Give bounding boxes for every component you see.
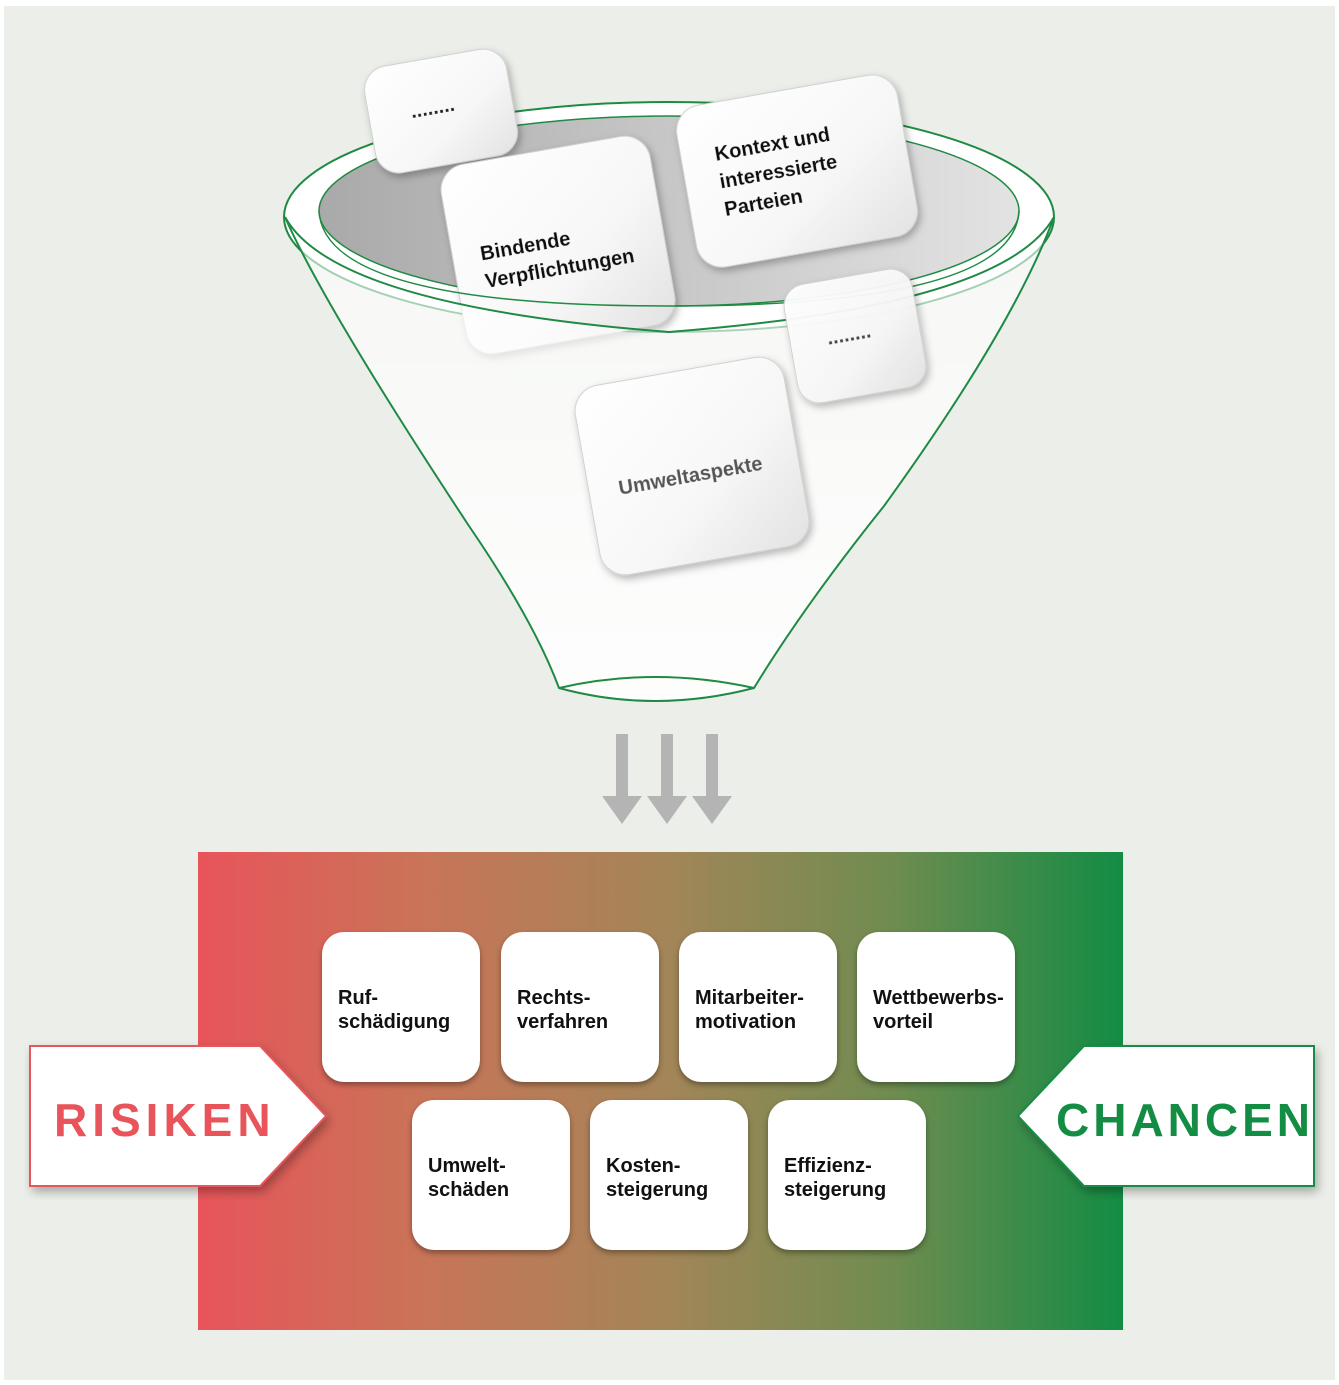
down-arrow-icon [692,734,732,824]
funnel-lip-front [318,210,1020,307]
cube-dots-1: ........ [364,48,518,174]
chances-arrow: CHANCEN [1016,1045,1315,1187]
cube-bindende: Bindende Verpflichtungen [440,135,676,355]
tile-line: Umwelt- [428,1155,506,1177]
tile-line: Wettbewerbs- [873,987,1004,1009]
chances-label: CHANCEN [1056,1094,1314,1146]
risks-label: RISIKEN [54,1094,276,1146]
cube-dots-2: ........ [783,268,927,404]
outcome-tile-mitarbeitermotivation: Mitarbeiter- motivation [679,932,837,1082]
down-arrow-icon [647,734,687,824]
outcome-tile-effizienzsteigerung: Effizienz- steigerung [768,1100,926,1250]
tile-line: Kosten- [606,1155,681,1177]
outcome-tile-umweltschaeden: Umwelt- schäden [412,1100,570,1250]
tile-line: steigerung [606,1179,709,1201]
tile-line: vorteil [873,1011,934,1033]
funnel-graphic: ........ Kontext und interessierte Parte… [283,48,1055,702]
outcome-tile-rufschaedigung: Ruf- schädigung [322,932,480,1082]
risks-arrow: RISIKEN [29,1045,328,1187]
tile-line: steigerung [784,1179,887,1201]
down-arrow-icon [602,734,642,824]
diagram-canvas: ........ Kontext und interessierte Parte… [4,6,1335,1380]
tile-line: Ruf- [338,987,378,1009]
funnel-bottom [558,676,755,689]
flow-arrows [602,734,732,824]
cube-kontext: Kontext und interessierte Parteien [676,74,918,268]
outcome-tile-wettbewerbsvorteil: Wettbewerbs- vorteil [857,932,1015,1082]
tile-line: schädigung [338,1011,451,1033]
risk-chance-panel [198,852,1123,1330]
tile-line: schäden [428,1179,510,1201]
outcome-tile-kostensteigerung: Kosten- steigerung [590,1100,748,1250]
tile-line: Rechts- [517,987,591,1009]
tile-line: verfahren [517,1011,609,1033]
risks-arrow-shape [29,1045,328,1187]
tile-line: Mitarbeiter- [695,987,804,1009]
tile-line: Effizienz- [784,1155,872,1177]
outcome-tile-rechtsverfahren: Rechts- verfahren [501,932,659,1082]
tile-line: motivation [695,1011,797,1033]
cube-umwelt: Umweltaspekte [574,356,810,576]
chances-arrow-shape [1016,1045,1315,1187]
